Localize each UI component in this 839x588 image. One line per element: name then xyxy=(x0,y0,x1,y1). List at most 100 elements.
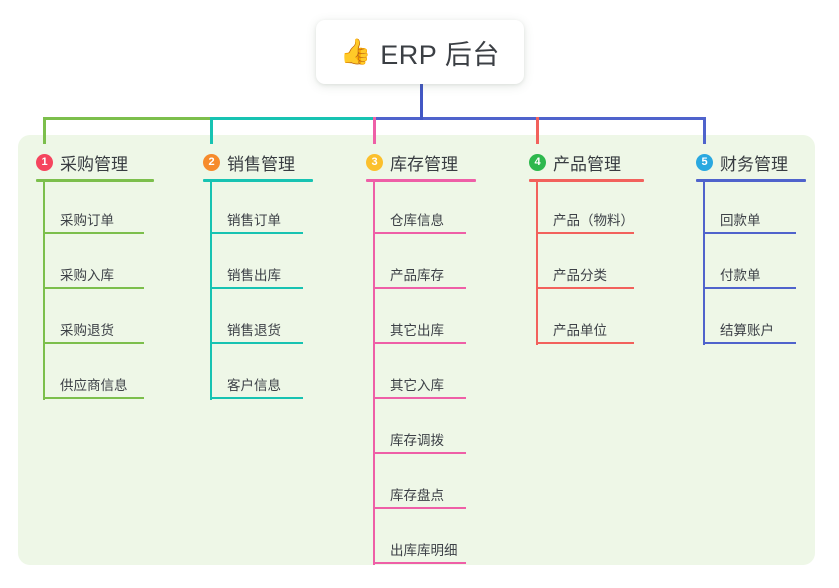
leaf-item[interactable]: 销售退货 xyxy=(203,292,353,347)
branch-badge-2: 2 xyxy=(203,153,220,171)
leaf-item[interactable]: 其它入库 xyxy=(366,347,516,402)
branch-header-4[interactable]: 4 产品管理 xyxy=(529,150,684,174)
leaf-item[interactable]: 库存调拨 xyxy=(366,402,516,457)
leaf-item-rule xyxy=(704,232,796,234)
connector-drop-finance xyxy=(703,117,706,144)
branch-header-2[interactable]: 2 销售管理 xyxy=(203,150,353,174)
leaf-item-label: 结算账户 xyxy=(720,323,774,338)
branch-badge-4: 4 xyxy=(529,153,546,171)
branch-items-4: 产品（物料） 产品分类产品单位 xyxy=(529,182,684,347)
leaf-item[interactable]: 供应商信息 xyxy=(36,347,194,402)
connector-drop-product xyxy=(536,117,539,144)
branch-badge-1: 1 xyxy=(36,153,53,171)
leaf-item[interactable]: 结算账户 xyxy=(696,292,839,347)
leaf-item-rule xyxy=(211,397,303,399)
leaf-item[interactable]: 仓库信息 xyxy=(366,182,516,237)
branch-underline-2 xyxy=(203,179,313,182)
root-node-content: 👍 ERP 后台 xyxy=(340,33,500,72)
branch-title-4: 产品管理 xyxy=(553,154,621,174)
branch-2: 2 销售管理销售订单销售出库销售退货客户信息 xyxy=(203,150,353,402)
branch-title-5: 财务管理 xyxy=(720,154,788,174)
branch-trunk-4 xyxy=(536,182,538,345)
branch-underline-1 xyxy=(36,179,154,182)
branch-underline-4 xyxy=(529,179,644,182)
leaf-item[interactable]: 采购入库 xyxy=(36,237,194,292)
branch-title-1: 采购管理 xyxy=(60,154,128,174)
branch-1: 1 采购管理采购订单采购入库采购退货供应商信息 xyxy=(36,150,194,402)
connector-drop-sales xyxy=(210,117,213,144)
thumbs-up-icon: 👍 xyxy=(340,37,372,66)
leaf-item-label: 出库库明细 xyxy=(390,543,458,558)
leaf-item[interactable]: 采购退货 xyxy=(36,292,194,347)
leaf-item-label: 库存盘点 xyxy=(390,488,444,503)
branch-items-1: 采购订单采购入库采购退货供应商信息 xyxy=(36,182,194,402)
leaf-item-label: 产品分类 xyxy=(553,268,607,283)
branch-underline-3 xyxy=(366,179,476,182)
branch-trunk-2 xyxy=(210,182,212,400)
leaf-item-label: 采购入库 xyxy=(60,268,114,283)
leaf-item[interactable]: 其它出库 xyxy=(366,292,516,347)
leaf-item-rule xyxy=(374,507,466,509)
leaf-item-label: 产品单位 xyxy=(553,323,607,338)
leaf-item-rule xyxy=(211,342,303,344)
leaf-item-label: 采购退货 xyxy=(60,323,114,338)
leaf-item[interactable]: 付款单 xyxy=(696,237,839,292)
leaf-item-rule xyxy=(374,452,466,454)
connector-drop-inventory xyxy=(373,117,376,144)
leaf-item-rule xyxy=(537,287,634,289)
connector-segment-sales xyxy=(210,117,375,120)
leaf-item-label: 其它出库 xyxy=(390,323,444,338)
root-node-card[interactable]: 👍 ERP 后台 xyxy=(316,20,524,84)
leaf-item-label: 其它入库 xyxy=(390,378,444,393)
leaf-item-rule xyxy=(374,287,466,289)
leaf-item-label: 销售退货 xyxy=(227,323,281,338)
leaf-item[interactable]: 销售订单 xyxy=(203,182,353,237)
leaf-item-rule xyxy=(374,232,466,234)
leaf-item-rule xyxy=(44,397,144,399)
leaf-item-rule xyxy=(44,342,144,344)
leaf-item[interactable]: 产品单位 xyxy=(529,292,684,347)
leaf-item-rule xyxy=(211,232,303,234)
leaf-item[interactable]: 回款单 xyxy=(696,182,839,237)
leaf-item[interactable]: 产品分类 xyxy=(529,237,684,292)
diagram-panel xyxy=(18,135,815,565)
root-node-title: ERP 后台 xyxy=(380,39,500,70)
leaf-item-rule xyxy=(211,287,303,289)
connector-drop-purchase xyxy=(43,117,46,144)
leaf-item-label: 回款单 xyxy=(720,213,761,228)
leaf-item-label: 客户信息 xyxy=(227,378,281,393)
branch-header-1[interactable]: 1 采购管理 xyxy=(36,150,194,174)
branch-trunk-3 xyxy=(373,182,375,565)
leaf-item-rule xyxy=(537,232,634,234)
branch-4: 4 产品管理产品（物料） 产品分类产品单位 xyxy=(529,150,684,347)
leaf-item-label: 销售订单 xyxy=(227,213,281,228)
leaf-item-label: 销售出库 xyxy=(227,268,281,283)
leaf-item-rule xyxy=(704,287,796,289)
branch-items-5: 回款单付款单结算账户 xyxy=(696,182,839,347)
leaf-item-rule xyxy=(44,287,144,289)
branch-trunk-5 xyxy=(703,182,705,345)
leaf-item-label: 产品库存 xyxy=(390,268,444,283)
branch-title-3: 库存管理 xyxy=(390,154,458,174)
leaf-item[interactable]: 产品（物料） xyxy=(529,182,684,237)
leaf-item[interactable]: 采购订单 xyxy=(36,182,194,237)
connector-segment-right xyxy=(373,117,705,120)
branch-items-2: 销售订单销售出库销售退货客户信息 xyxy=(203,182,353,402)
branch-header-5[interactable]: 5 财务管理 xyxy=(696,150,839,174)
leaf-item-label: 库存调拨 xyxy=(390,433,444,448)
leaf-item-label: 仓库信息 xyxy=(390,213,444,228)
leaf-item[interactable]: 产品库存 xyxy=(366,237,516,292)
leaf-item-label: 供应商信息 xyxy=(60,378,128,393)
leaf-item-label: 采购订单 xyxy=(60,213,114,228)
leaf-item-rule xyxy=(537,342,634,344)
leaf-item[interactable]: 出库库明细 xyxy=(366,512,516,567)
branch-underline-5 xyxy=(696,179,806,182)
branch-title-2: 销售管理 xyxy=(227,154,295,174)
leaf-item[interactable]: 客户信息 xyxy=(203,347,353,402)
leaf-item[interactable]: 销售出库 xyxy=(203,237,353,292)
leaf-item-rule xyxy=(374,342,466,344)
leaf-item[interactable]: 库存盘点 xyxy=(366,457,516,512)
branch-badge-5: 5 xyxy=(696,153,713,171)
